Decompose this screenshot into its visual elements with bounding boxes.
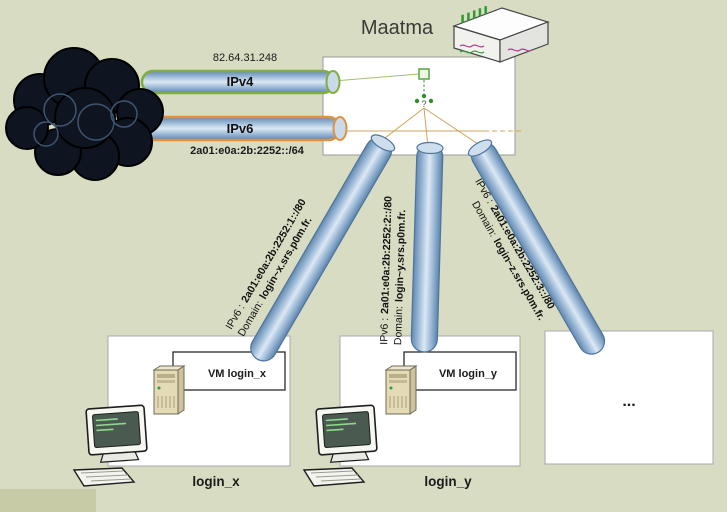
host-box-login-y: VM login_y login_y xyxy=(303,335,521,489)
tunnel-pipe-body xyxy=(470,142,606,355)
ipv6-label: IPv6 xyxy=(227,121,254,136)
ipv6-prefix: 2a01:e0a:2b:2252::/64 xyxy=(190,145,305,157)
tunnel-ipv6-text: IPv6 :2a01:e0a:2b:2252:2::/80 xyxy=(378,196,394,345)
gateway-fanout-lines xyxy=(380,107,479,148)
tunnel-pipe-cap xyxy=(416,141,444,155)
switch-dot-icon xyxy=(428,98,434,104)
gateway-ipv4-line xyxy=(333,73,420,82)
tunnel-pipe-cap xyxy=(467,139,493,157)
router-icon xyxy=(452,6,550,63)
vm-label: VM login_x xyxy=(208,368,267,380)
ipv4-label: IPv4 xyxy=(227,74,255,89)
ipv4-pipe-cap xyxy=(325,70,341,94)
diagram-title: Maatma xyxy=(361,17,434,39)
gateway-node-icon xyxy=(418,68,430,80)
vm-box xyxy=(403,351,517,391)
ipv6-pipe-cap xyxy=(332,116,348,141)
tunnel-domain-text: Domain:login~y.srs.p0m.fr. xyxy=(392,210,408,346)
unknown-node-label: ? xyxy=(421,99,426,109)
router-ports-icon xyxy=(461,6,487,23)
switch-dot-icon xyxy=(414,98,420,104)
tunnel-pipe-body xyxy=(410,143,444,353)
host-name: login_y xyxy=(424,474,472,489)
desktop-computer-icon xyxy=(73,404,149,487)
corner-artifact xyxy=(0,489,96,512)
ipv4-address: 82.64.31.248 xyxy=(213,52,277,64)
vm-label: VM login_y xyxy=(439,368,498,380)
server-tower-icon xyxy=(153,365,185,415)
host-box-login-x: VM login_x login_x xyxy=(73,335,291,489)
ipv6-pipe: IPv6 xyxy=(138,115,348,142)
desktop-computer-icon xyxy=(303,404,379,487)
ipv4-pipe: IPv4 xyxy=(140,69,341,95)
more-hosts-label: ... xyxy=(622,393,635,410)
host-name: login_x xyxy=(192,474,240,489)
internet-cloud-icon xyxy=(5,47,164,181)
gateway-box: ? xyxy=(322,56,521,156)
switch-dot-icon xyxy=(421,93,427,99)
host-box-more: ... xyxy=(544,330,714,465)
tunnel-pipe-2: Domain:login~y.srs.p0m.fr. IPv6 :2a01:e0… xyxy=(378,141,444,353)
tunnel-pipe-cap xyxy=(370,134,396,152)
server-tower-icon xyxy=(385,365,417,415)
host-frame xyxy=(544,330,714,465)
